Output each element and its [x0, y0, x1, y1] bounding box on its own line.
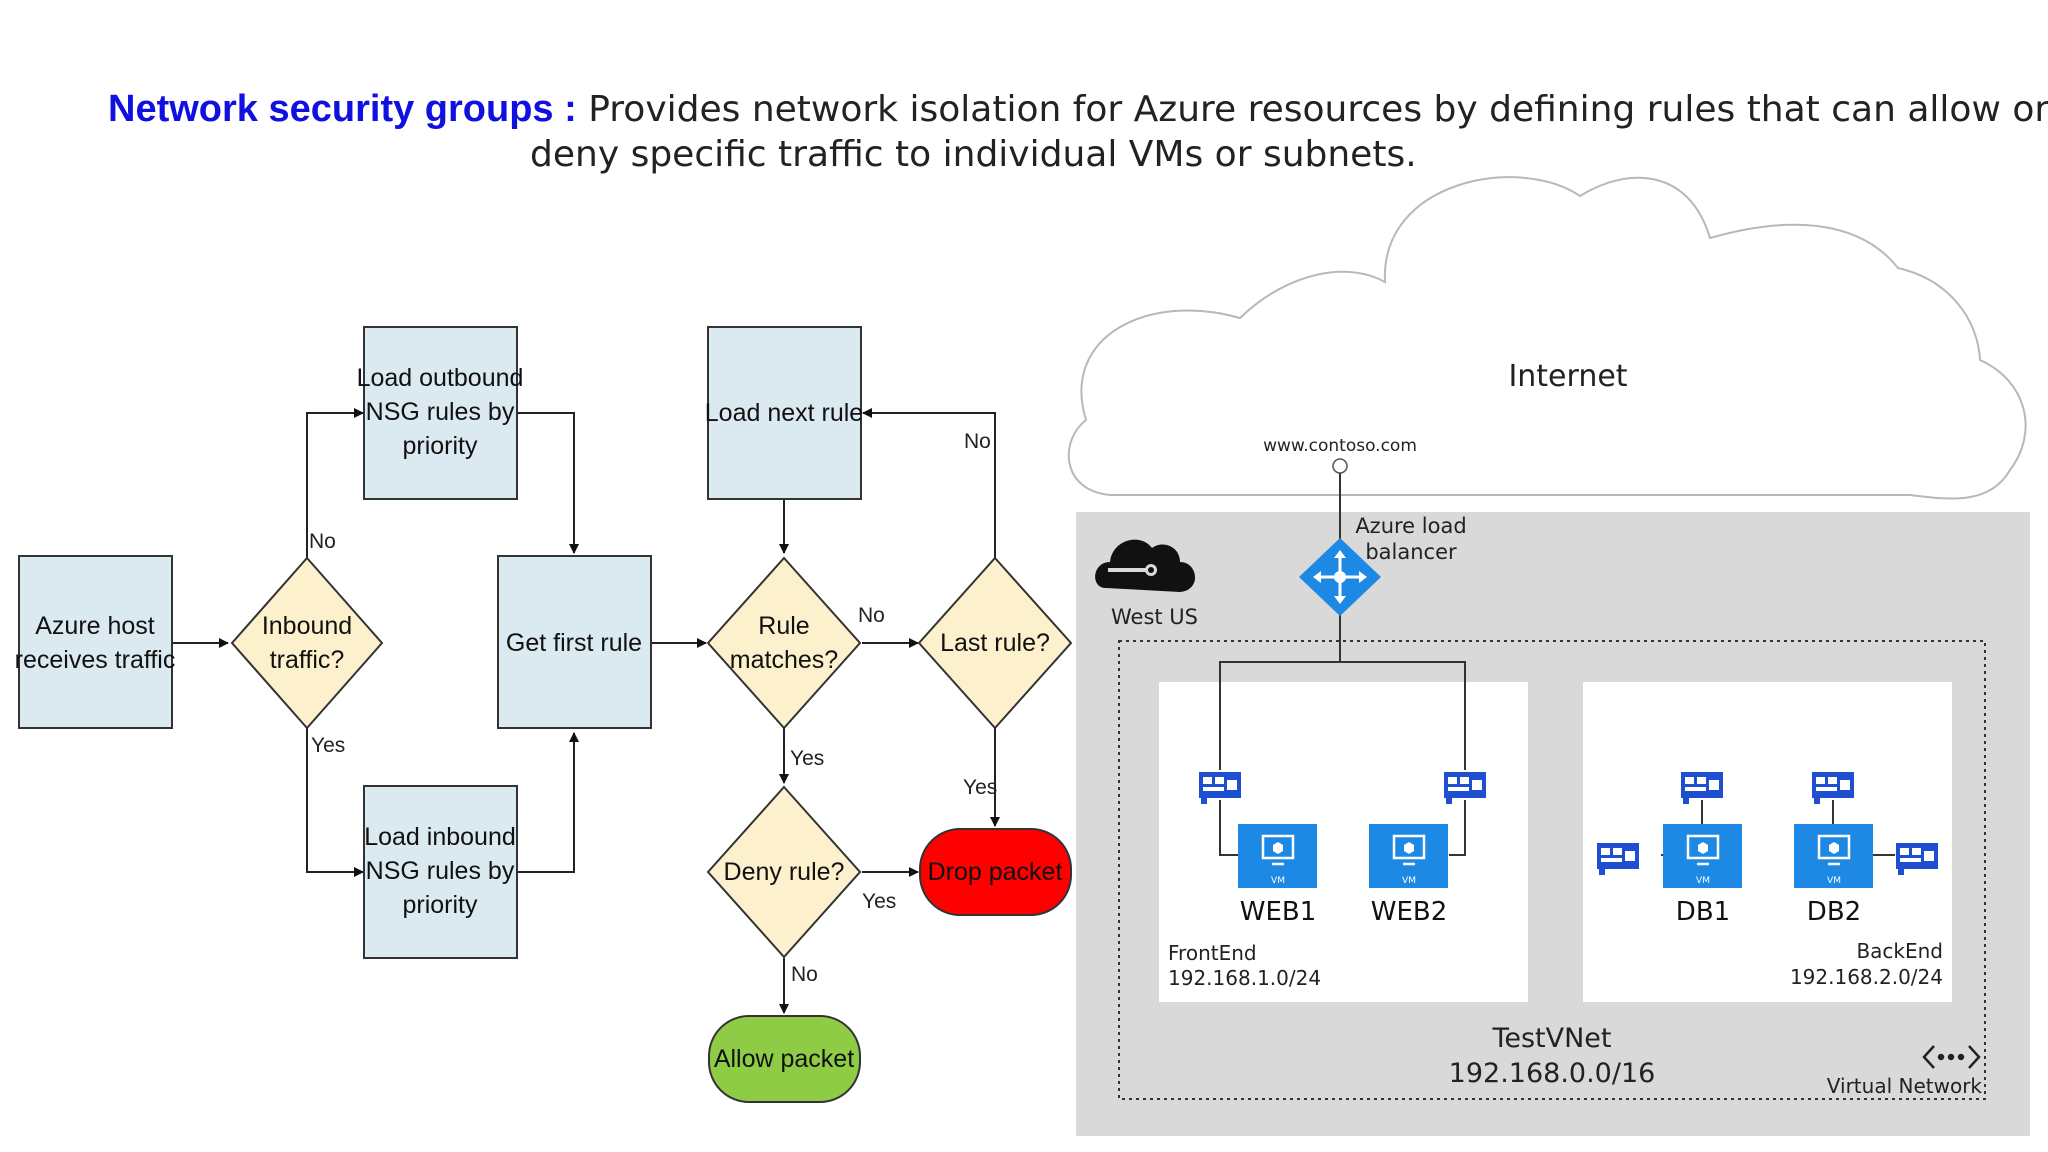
vm-icon	[1794, 824, 1873, 888]
internet-cloud: Internet www.contoso.com	[1067, 176, 2027, 500]
rule-matches-label-2: matches?	[730, 646, 838, 674]
vm-web1: VM WEB1	[1238, 824, 1317, 927]
decision-inbound: Inbound traffic?	[230, 556, 384, 730]
load-next-rule-label: Load next rule	[705, 399, 863, 427]
heading-line-2: deny specific traffic to individual VMs …	[530, 134, 1417, 175]
load-outbound-label-1: Load outbound	[357, 364, 524, 392]
terminal-drop-packet: Drop packet	[919, 828, 1072, 916]
process-load-outbound: Load outbound NSG rules by priority	[357, 326, 524, 500]
inbound-label-2: traffic?	[270, 646, 345, 674]
last-rule-label: Last rule?	[940, 629, 1050, 657]
label-yes-deny-rule: Yes	[862, 890, 896, 913]
vm-web2: VM WEB2	[1369, 824, 1448, 927]
db1-label: DB1	[1676, 897, 1730, 927]
decision-rule-matches: Rule matches?	[706, 556, 862, 730]
load-balancer: Azure load balancer	[1299, 514, 1467, 616]
flowchart	[173, 408, 1000, 1014]
vm-badge: VM	[1827, 876, 1841, 886]
load-inbound-label-3: priority	[402, 891, 478, 919]
endpoint-icon	[1332, 458, 1348, 474]
web2-label: WEB2	[1371, 897, 1448, 927]
vm-icon	[1238, 824, 1317, 888]
branch-labels: No Yes No Yes No Yes Yes No	[309, 430, 997, 986]
label-no-rule-matches: No	[858, 604, 885, 627]
process-load-next-rule: Load next rule	[705, 326, 863, 500]
rule-matches-label-1: Rule	[758, 612, 809, 640]
region-label: West US	[1111, 605, 1198, 629]
vm-icon	[1369, 824, 1448, 888]
load-outbound-label-2: NSG rules by	[366, 398, 515, 426]
process-load-inbound: Load inbound NSG rules by priority	[363, 785, 518, 959]
vm-badge: VM	[1271, 876, 1285, 886]
subnet-backend	[1583, 682, 1952, 1002]
heading-line-1: Network security groups : Provides netwo…	[108, 86, 2048, 133]
vm-badge: VM	[1402, 876, 1416, 886]
decision-last-rule: Last rule?	[917, 556, 1073, 730]
region-cloud-icon	[1095, 539, 1196, 592]
vnet-cidr: 192.168.0.0/16	[1449, 1058, 1656, 1089]
vm-db1: VM DB1	[1663, 824, 1742, 927]
vnet-name: TestVNet	[1491, 1023, 1611, 1054]
vm-db2: VM DB2	[1794, 824, 1873, 927]
process-get-first-rule: Get first rule	[497, 555, 652, 729]
vm-badge: VM	[1696, 876, 1710, 886]
load-outbound-label-3: priority	[402, 432, 478, 460]
heading-term: Network security groups :	[108, 88, 577, 130]
azure-host-label-2: receives traffic	[15, 646, 176, 674]
backend-name: BackEnd	[1856, 939, 1943, 963]
virtual-network-label: Virtual Network	[1827, 1074, 1983, 1098]
label-yes-rule-matches: Yes	[790, 747, 824, 770]
azure-host-label-1: Azure host	[35, 612, 155, 640]
heading-text-1: Provides network isolation for Azure res…	[588, 89, 2048, 130]
decision-deny-rule: Deny rule?	[706, 785, 862, 959]
vm-icon	[1663, 824, 1742, 888]
load-inbound-label-1: Load inbound	[364, 823, 516, 851]
label-no-last-rule: No	[964, 430, 991, 453]
internet-label: Internet	[1508, 359, 1627, 394]
drop-packet-label: Drop packet	[928, 858, 1063, 886]
label-yes-last-rule: Yes	[963, 776, 997, 799]
vnet-boundary	[1118, 640, 1986, 1100]
frontend-cidr: 192.168.1.0/24	[1168, 966, 1321, 990]
load-balancer-label-2: balancer	[1365, 540, 1457, 564]
label-no-deny-rule: No	[791, 963, 818, 986]
load-balancer-label-1: Azure load	[1355, 514, 1466, 538]
deny-rule-label: Deny rule?	[724, 858, 845, 886]
web1-label: WEB1	[1240, 897, 1317, 927]
process-azure-host: Azure host receives traffic	[15, 555, 176, 729]
backend-cidr: 192.168.2.0/24	[1790, 965, 1943, 989]
get-first-rule-label: Get first rule	[506, 629, 642, 657]
allow-packet-label: Allow packet	[714, 1045, 854, 1073]
domain-label: www.contoso.com	[1263, 436, 1417, 456]
virtual-network-icon	[1922, 1045, 1981, 1069]
inbound-label-1: Inbound	[262, 612, 352, 640]
label-yes-inbound: Yes	[311, 734, 345, 757]
db2-label: DB2	[1807, 897, 1861, 927]
load-inbound-label-2: NSG rules by	[366, 857, 515, 885]
label-no-inbound: No	[309, 530, 336, 553]
frontend-name: FrontEnd	[1168, 941, 1257, 965]
terminal-allow-packet: Allow packet	[708, 1015, 861, 1103]
